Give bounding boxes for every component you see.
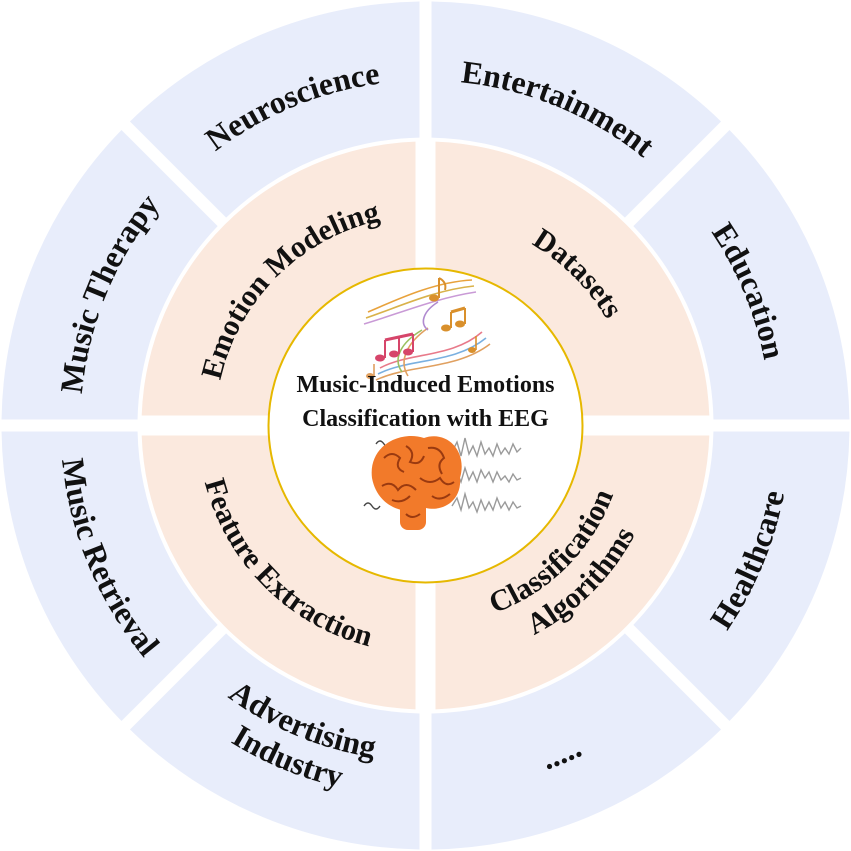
outer-segment-music-retrieval xyxy=(1,431,218,722)
center-title-line1: Music-Induced Emotions xyxy=(296,372,554,398)
center-hub: Music-Induced Emotions Classification wi… xyxy=(267,267,584,584)
outer-segment-education xyxy=(633,129,850,420)
outer-segment-healthcare xyxy=(633,431,850,722)
outer-segment-music-therapy xyxy=(1,129,218,420)
outer-segment-advertising-industry xyxy=(129,633,420,850)
music-notes-icon xyxy=(363,277,491,381)
outer-segment-neuroscience xyxy=(129,1,420,218)
outer-segment-entertainment xyxy=(431,1,722,218)
inner-segment-feature-extraction xyxy=(141,435,416,710)
center-title-line2: Classification with EEG xyxy=(302,406,549,432)
inner-segment-datasets xyxy=(435,141,710,416)
inner-segment-emotion-modeling xyxy=(141,141,416,416)
inner-segment-classification-algorithms xyxy=(435,435,710,710)
outer-segment-more xyxy=(431,633,722,850)
brain-icon xyxy=(371,435,462,530)
inner-ring xyxy=(141,141,710,710)
eeg-wave-icon xyxy=(363,437,522,515)
